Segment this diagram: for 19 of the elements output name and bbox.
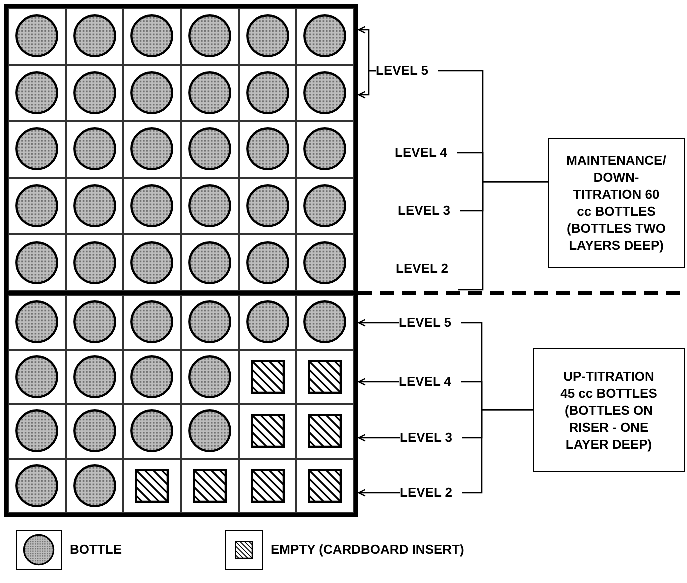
note-box: MAINTENANCE/ DOWN-TITRATION 60 cc BOTTLES (BOTTLES TWO LAYERS DEEP) (548, 138, 685, 268)
note-box: UP-TITRATION 45 cc BOTTLES (BOTTLES ON RISER - ONE LAYER DEEP) (533, 348, 685, 472)
arrow (358, 70, 376, 99)
level-label: LEVEL 5 (376, 62, 438, 80)
level-label: LEVEL 3 (400, 429, 462, 447)
legend-text: EMPTY (CARDBOARD INSERT) (271, 541, 464, 560)
bracket-line (458, 181, 548, 291)
level-label: LEVEL 2 (396, 260, 458, 278)
arrow (358, 489, 400, 497)
arrow (358, 319, 399, 327)
legend-text: BOTTLE (70, 541, 122, 560)
level-label: LEVEL 3 (398, 202, 460, 220)
bracket-line (462, 409, 533, 494)
arrow (358, 434, 400, 442)
level-label: LEVEL 2 (400, 484, 462, 502)
arrow (358, 378, 399, 386)
level-label: LEVEL 4 (395, 144, 457, 162)
level-label: LEVEL 4 (399, 373, 461, 391)
level-label: LEVEL 5 (399, 314, 461, 332)
